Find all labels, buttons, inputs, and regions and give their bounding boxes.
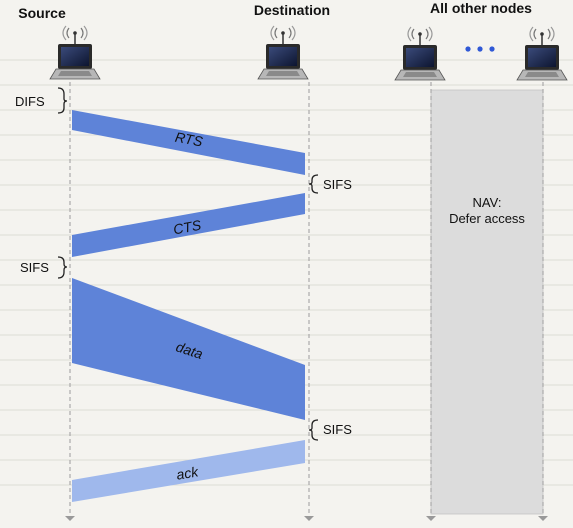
nav-defer-label: Defer access [449, 211, 525, 226]
other-node-laptop-icon [516, 26, 568, 81]
destination-label: Destination [254, 2, 330, 18]
source-time-arrow-icon [65, 516, 75, 521]
timelines [69, 82, 544, 516]
other-time-arrow-icon [426, 516, 436, 521]
difs-bracket [57, 87, 68, 114]
ellipsis-icon [465, 46, 495, 52]
data-frame [72, 278, 305, 420]
difs-label: DIFS [15, 94, 45, 109]
destination-time-arrow-icon [304, 516, 314, 521]
nav-defer-region [430, 89, 544, 515]
sifs-bracket-3 [308, 419, 319, 441]
source-laptop-icon [49, 25, 101, 80]
cts-frame [72, 193, 305, 257]
destination-laptop-icon [257, 25, 309, 80]
sifs-label: SIFS [323, 422, 352, 437]
sifs-bracket-2 [57, 256, 68, 279]
sifs-bracket-1 [308, 174, 319, 194]
rts-frame [72, 110, 305, 175]
other-time-arrow-icon [538, 516, 548, 521]
sifs-label: SIFS [20, 260, 49, 275]
ack-frame [72, 440, 305, 502]
sifs-label: SIFS [323, 177, 352, 192]
all-other-nodes-label: All other nodes [430, 0, 532, 16]
ack-label: ack [175, 463, 200, 483]
source-label: Source [18, 5, 66, 21]
nav-label: NAV: [473, 195, 502, 210]
rts-label: RTS [174, 129, 205, 150]
other-node-laptop-icon [394, 26, 446, 81]
cts-label: CTS [172, 217, 203, 238]
